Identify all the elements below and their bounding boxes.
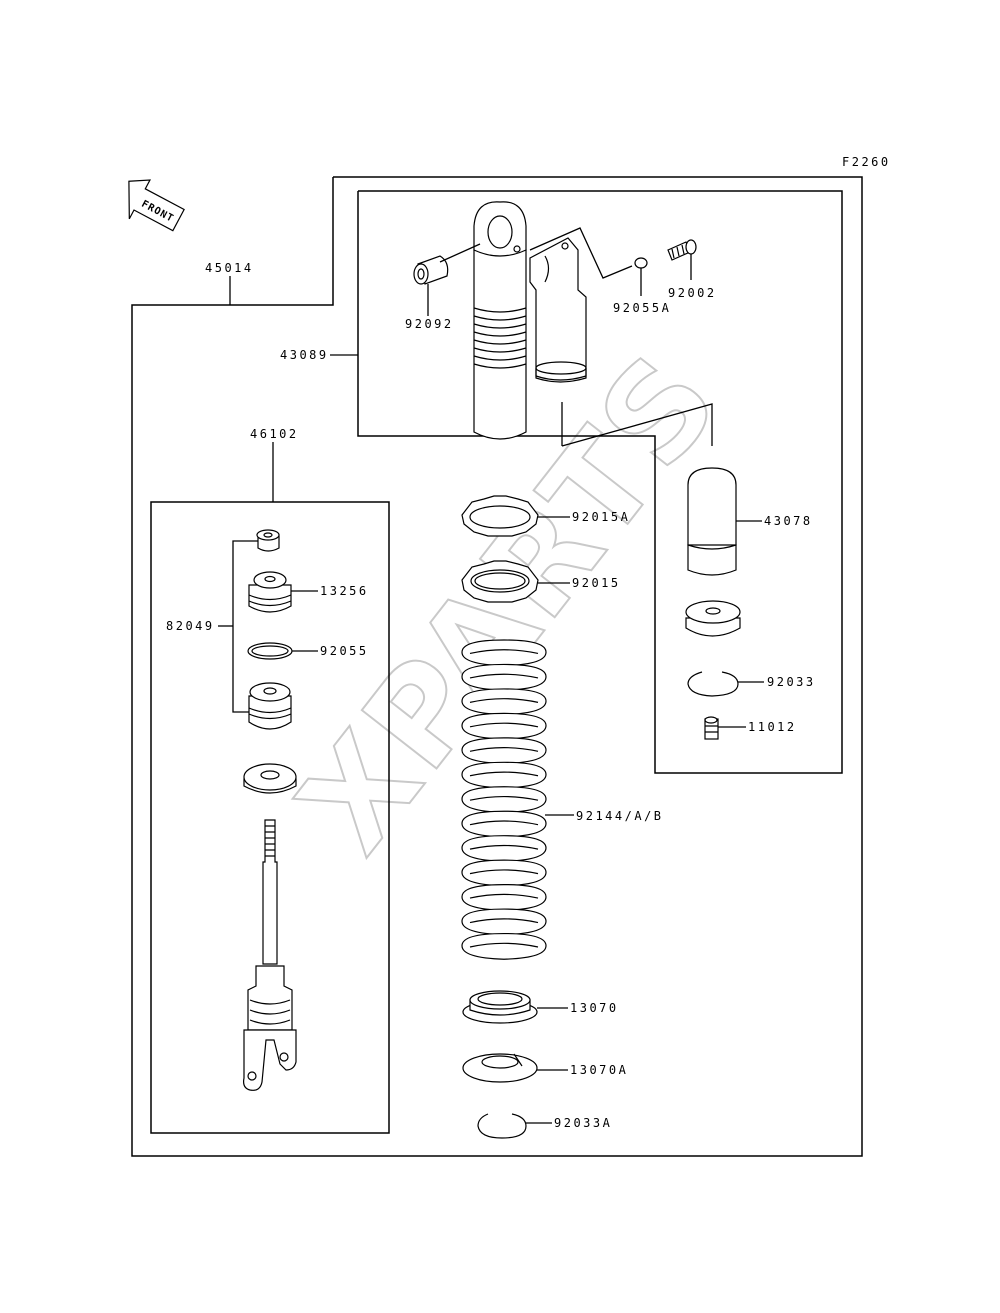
figure-code: F2260 bbox=[842, 155, 891, 169]
spring-coil bbox=[461, 859, 547, 887]
label-92015: 92015 bbox=[572, 576, 621, 590]
spring-coil-inner bbox=[469, 869, 539, 875]
label-92033: 92033 bbox=[767, 675, 816, 689]
spring-coil bbox=[461, 884, 547, 911]
label-13070: 13070 bbox=[570, 1001, 619, 1015]
label-46102: 46102 bbox=[250, 427, 299, 441]
spring-coil-inner bbox=[469, 771, 539, 777]
bolt-92002-part bbox=[667, 239, 697, 261]
spring-coil-inner bbox=[469, 942, 539, 948]
bladder-43078-part bbox=[687, 467, 737, 576]
front-arrow-icon: FRONT bbox=[128, 179, 185, 232]
piston-rod-part bbox=[243, 819, 297, 1091]
spring-coil bbox=[461, 810, 547, 838]
label-11012: 11012 bbox=[748, 720, 797, 734]
spring-92144-part bbox=[461, 639, 547, 960]
spring-coil bbox=[461, 639, 547, 667]
bearing-13256-part bbox=[248, 571, 292, 613]
spring-coil-inner bbox=[469, 722, 539, 728]
valve-11012-part bbox=[704, 716, 719, 740]
spring-coil-inner bbox=[469, 820, 539, 826]
spring-coil bbox=[461, 786, 547, 814]
spring-coil-inner bbox=[469, 747, 539, 752]
spring-coil bbox=[461, 908, 547, 936]
assembly-frame-45014 bbox=[131, 176, 863, 1157]
nut-part bbox=[256, 529, 280, 552]
label-43078: 43078 bbox=[764, 514, 813, 528]
label-13070A: 13070A bbox=[570, 1063, 628, 1077]
spring-coil bbox=[461, 737, 547, 765]
oring-92055A-part bbox=[634, 257, 648, 269]
spring-coil bbox=[461, 712, 547, 740]
assembly-frame-46102 bbox=[150, 501, 390, 1134]
label-92033A: 92033A bbox=[554, 1116, 612, 1130]
spring-coil-inner bbox=[469, 893, 539, 899]
label-45014: 45014 bbox=[205, 261, 254, 275]
spring-coil bbox=[461, 932, 547, 960]
shock-body-part bbox=[473, 201, 587, 440]
label-92015A: 92015A bbox=[572, 510, 630, 524]
label-92002: 92002 bbox=[668, 286, 717, 300]
label-43089: 43089 bbox=[280, 348, 329, 362]
spring-coil-inner bbox=[469, 918, 539, 924]
bearing-part bbox=[248, 682, 292, 730]
spring-coil-inner bbox=[469, 844, 539, 850]
label-13256: 13256 bbox=[320, 584, 369, 598]
label-92055: 92055 bbox=[320, 644, 369, 658]
spring-coil bbox=[461, 663, 547, 691]
assembly-frame-43089 bbox=[357, 190, 843, 774]
label-92055A: 92055A bbox=[613, 301, 671, 315]
bump-rubber-part bbox=[243, 763, 297, 794]
spring-seat-13070A-part bbox=[462, 1053, 538, 1083]
spring-seat-13070-part bbox=[462, 990, 538, 1024]
spring-coil-inner bbox=[469, 673, 539, 679]
spring-coil-inner bbox=[469, 698, 539, 703]
label-82049: 82049 bbox=[166, 619, 215, 633]
label-92144: 92144/A/B bbox=[576, 809, 664, 823]
circlip-92033-part bbox=[687, 671, 739, 697]
locknut-92015-part bbox=[461, 560, 539, 603]
label-92092: 92092 bbox=[405, 317, 454, 331]
spring-coil bbox=[461, 688, 547, 716]
reservoir-cap-part bbox=[685, 600, 741, 637]
bushing-92092-part bbox=[413, 255, 449, 285]
spring-coil bbox=[461, 761, 547, 789]
spring-coil-inner bbox=[469, 795, 539, 801]
spring-coil-inner bbox=[469, 649, 539, 655]
locknut-92015A-part bbox=[461, 495, 539, 537]
circlip-92033A-part bbox=[477, 1113, 527, 1139]
spring-coil bbox=[461, 835, 547, 862]
